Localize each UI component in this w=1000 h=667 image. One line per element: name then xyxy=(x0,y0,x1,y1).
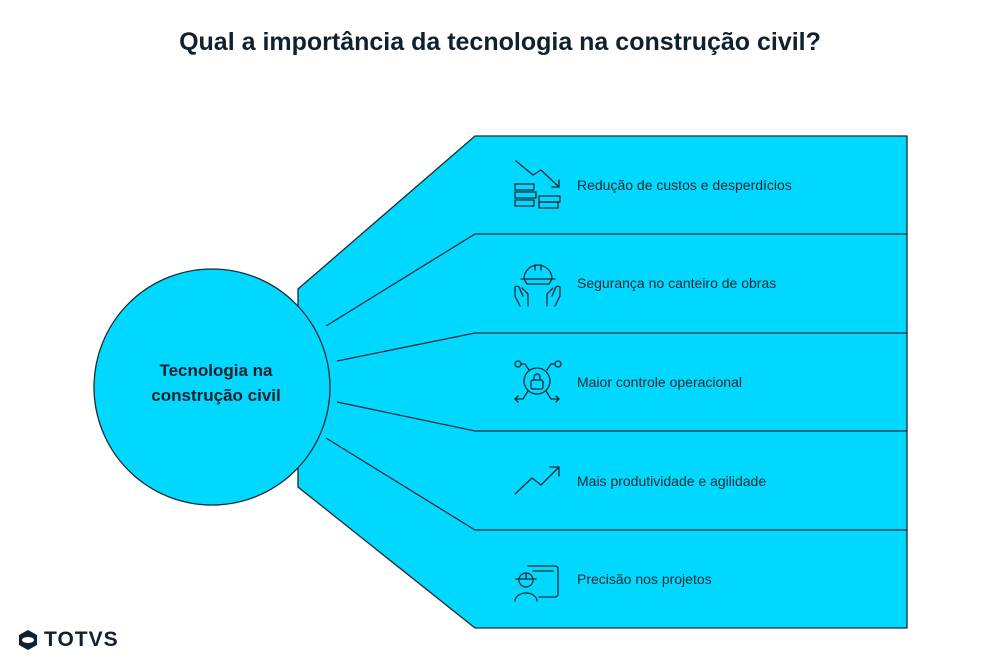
cost-reduction-icon xyxy=(514,160,561,209)
totvs-logo-icon xyxy=(19,630,37,650)
item-label: Redução de custos e desperdícios xyxy=(577,177,792,193)
branch-panel xyxy=(297,135,908,629)
center-label-line2: construção civil xyxy=(151,386,280,405)
lock-network-icon xyxy=(514,360,562,403)
item-label: Maior controle operacional xyxy=(577,374,742,390)
item-label: Segurança no canteiro de obras xyxy=(577,275,776,291)
page-title: Qual a importância da tecnologia na cons… xyxy=(179,28,821,56)
logo-text: TOTVS xyxy=(44,628,119,651)
center-label-line1: Tecnologia na xyxy=(159,361,273,380)
item-label: Mais produtividade e agilidade xyxy=(577,473,766,489)
safety-helmet-hands-icon xyxy=(514,264,561,307)
engineer-blueprint-icon xyxy=(514,565,559,602)
dividers xyxy=(325,233,907,531)
trend-up-icon xyxy=(514,466,560,495)
totvs-logo: TOTVS xyxy=(18,628,119,652)
item-label: Precisão nos projetos xyxy=(577,571,712,587)
center-circle xyxy=(93,268,331,506)
